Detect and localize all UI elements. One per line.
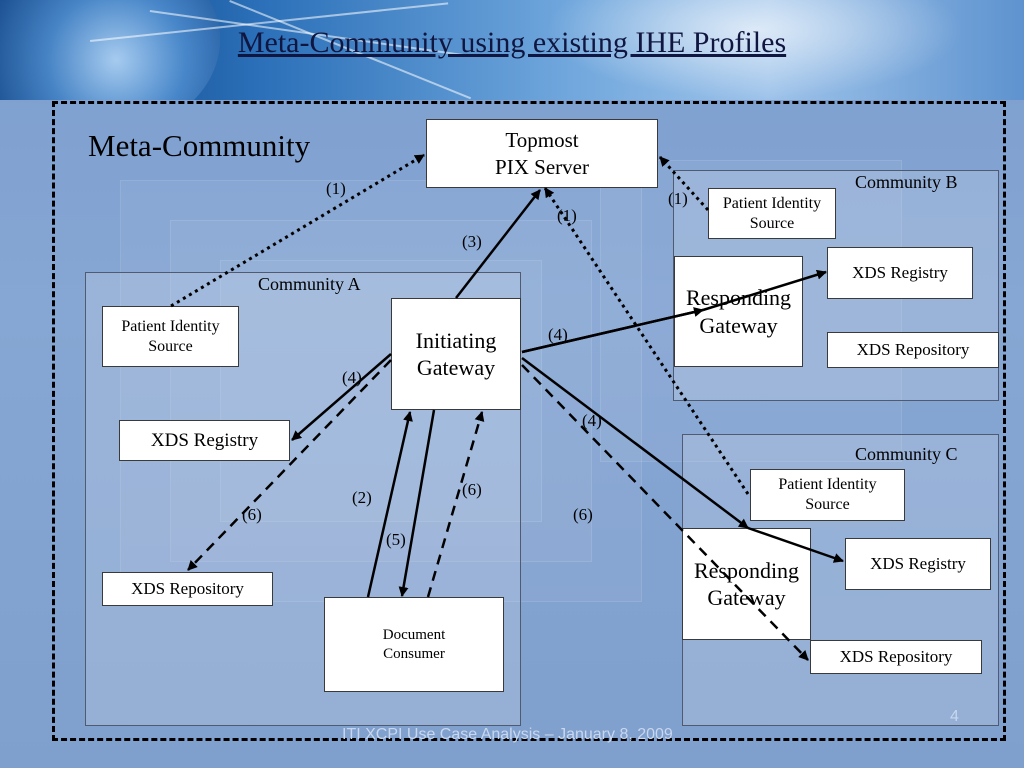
step-label-5: (5) — [386, 530, 406, 549]
responding-gateway-line1: Responding — [685, 285, 792, 310]
step-label-1: (1) — [557, 206, 577, 225]
community-b-xds-repository: XDS Repository — [827, 332, 999, 368]
community-b-xds-registry: XDS Registry — [827, 247, 973, 299]
community-c-xds-registry: XDS Registry — [845, 538, 991, 590]
responding-gateway-line1: Responding — [693, 557, 800, 583]
step-label-4: (4) — [582, 411, 602, 430]
document-consumer-line2: Consumer — [383, 645, 445, 662]
document-consumer-line1: Document — [382, 626, 446, 643]
pis-line2: Source — [749, 214, 795, 232]
meta-community-boundary — [52, 101, 1006, 741]
xds-repository-label: XDS Repository — [856, 340, 970, 360]
xds-registry-label: XDS Registry — [852, 263, 948, 283]
pis-line1: Patient Identity — [722, 194, 822, 212]
step-label-6: (6) — [242, 505, 262, 524]
community-c-patient-identity-source: Patient Identity Source — [750, 469, 905, 521]
community-a-xds-registry: XDS Registry — [119, 420, 290, 461]
xds-repository-label: XDS Repository — [839, 647, 953, 667]
community-b-patient-identity-source: Patient Identity Source — [708, 188, 836, 239]
xds-registry-label: XDS Registry — [870, 554, 966, 574]
header-band — [0, 0, 1024, 100]
xds-repository-label: XDS Repository — [131, 579, 244, 599]
topmost-pix-server: Topmost PIX Server — [426, 119, 658, 188]
community-c-xds-repository: XDS Repository — [810, 640, 982, 674]
step-label-2: (2) — [352, 488, 372, 507]
document-consumer: Document Consumer — [324, 597, 504, 692]
community-b-responding-gateway: Responding Gateway — [674, 256, 803, 367]
community-a-patient-identity-source: Patient Identity Source — [102, 306, 239, 367]
pix-server-line2: PIX Server — [495, 154, 589, 179]
community-a-xds-repository: XDS Repository — [102, 572, 273, 606]
pix-server-line1: Topmost — [505, 128, 579, 153]
xds-registry-label: XDS Registry — [150, 429, 259, 451]
step-label-6: (6) — [573, 505, 593, 524]
initiating-gateway-line2: Gateway — [416, 355, 496, 380]
community-c-responding-gateway: Responding Gateway — [682, 528, 811, 640]
initiating-gateway-line1: Initiating — [415, 327, 497, 353]
step-label-4: (4) — [342, 368, 362, 387]
step-label-1: (1) — [668, 189, 688, 208]
step-label-3: (3) — [462, 232, 482, 251]
slide-footer: ITI XCPI Use Case Analysis – January 8, … — [342, 726, 673, 743]
community-b-label: Community B — [855, 172, 958, 192]
community-c-label: Community C — [855, 444, 958, 464]
responding-gateway-line2: Gateway — [707, 585, 786, 610]
pis-line1: Patient Identity — [778, 476, 877, 493]
pis-line1: Patient Identity — [121, 317, 220, 335]
slide-title: Meta-Community using existing IHE Profil… — [237, 26, 787, 59]
step-label-4: (4) — [548, 325, 568, 344]
initiating-gateway: Initiating Gateway — [391, 298, 521, 410]
step-label-1: (1) — [326, 179, 346, 198]
responding-gateway-line2: Gateway — [699, 312, 778, 338]
meta-community-label: Meta-Community — [88, 128, 311, 163]
community-a-label: Community A — [258, 274, 361, 294]
page-number: 4 — [950, 708, 959, 725]
header-shine — [544, 0, 964, 100]
step-label-6: (6) — [462, 480, 482, 499]
pis-line2: Source — [148, 337, 193, 355]
pis-line2: Source — [805, 496, 850, 513]
